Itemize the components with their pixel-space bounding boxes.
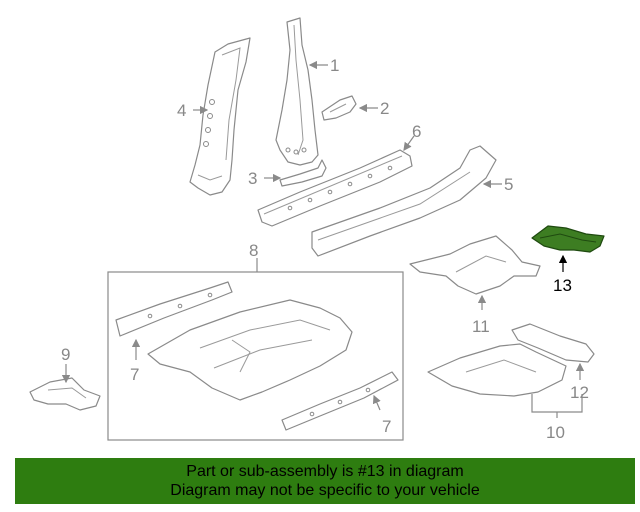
- callout-13: 13: [553, 276, 572, 295]
- part-13-highlighted: [531, 225, 605, 253]
- part-6-inner-rocker: [257, 149, 413, 227]
- callout-2: 2: [380, 99, 389, 118]
- part-1-b-pillar: [275, 17, 319, 166]
- parts-diagram: 4 1 2 3 6 5 8: [29, 17, 605, 442]
- part-3-reinforcement: [279, 159, 327, 187]
- part-4-a-pillar: [189, 37, 251, 196]
- notice-banner: Part or sub-assembly is #13 in diagram D…: [15, 458, 635, 504]
- part-11-crossmember: [409, 235, 541, 295]
- callout-3: 3: [248, 169, 257, 188]
- callout-11: 11: [472, 317, 490, 336]
- part-5-outer-rocker: [311, 145, 497, 257]
- callout-8: 8: [249, 241, 258, 260]
- banner-line-2: Diagram may not be specific to your vehi…: [170, 482, 480, 499]
- callout-10: 10: [546, 423, 565, 442]
- callout-5: 5: [504, 175, 513, 194]
- callout-6: 6: [412, 122, 421, 141]
- part-7-upper-rail: [115, 281, 233, 337]
- part-12-rear-panel: [511, 323, 595, 363]
- part-9-bracket: [29, 377, 101, 411]
- banner-line-1: Part or sub-assembly is #13 in diagram: [186, 463, 464, 480]
- part-2-bracket: [321, 95, 357, 121]
- callout-4: 4: [177, 101, 186, 120]
- callout-7-upper: 7: [130, 365, 139, 384]
- callout-7-lower: 7: [382, 417, 391, 436]
- callout-1: 1: [330, 56, 339, 75]
- part-10-rear-floor-pan: [427, 343, 567, 397]
- part-8-floor-pan: [147, 299, 353, 401]
- callout-9: 9: [61, 345, 70, 364]
- part-7-lower-rail: [281, 371, 399, 431]
- callout-12: 12: [570, 383, 589, 402]
- floor-assembly-box: [107, 271, 404, 441]
